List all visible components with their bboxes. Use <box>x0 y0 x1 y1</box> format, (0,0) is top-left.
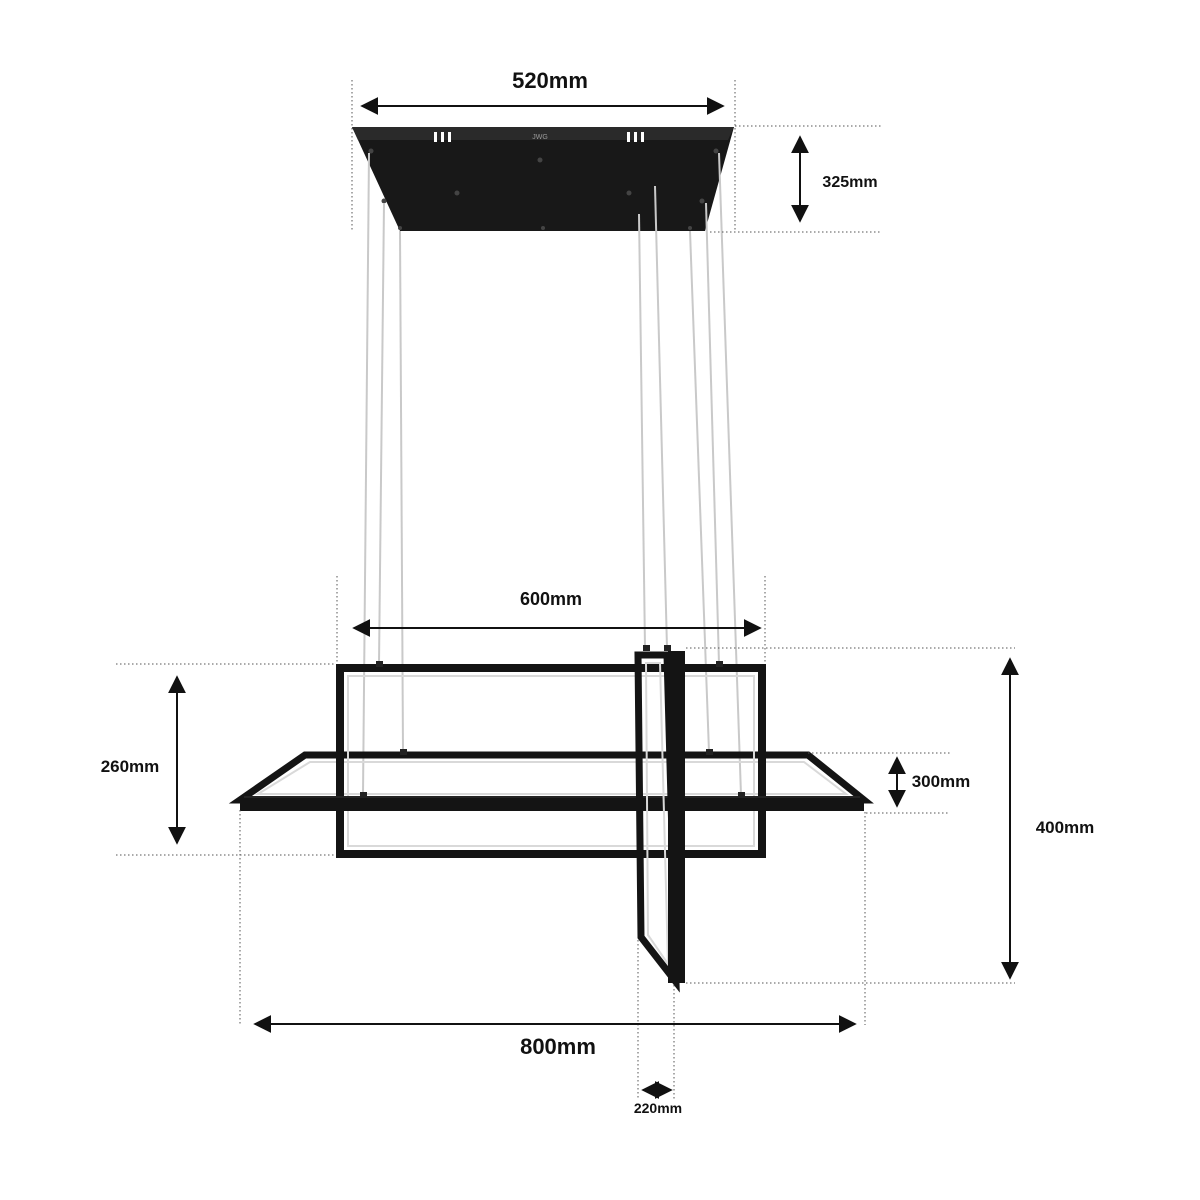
frame-back-horizontal <box>228 751 874 804</box>
frame-front-bar <box>240 796 864 811</box>
dimension-label-middle-frame-height: 300mm <box>912 772 971 791</box>
dimension-arrows <box>168 97 1019 1099</box>
dimension-label-canopy-width: 520mm <box>512 68 588 93</box>
dimension-label-left-frame-height: 260mm <box>101 757 160 776</box>
canopy-logo: JWG <box>532 134 548 141</box>
dimension-label-canopy-height: 325mm <box>822 174 877 191</box>
frame-upright-rectangle <box>336 664 766 858</box>
ceiling-canopy: JWG <box>352 127 734 231</box>
wire-clips <box>360 645 745 798</box>
vent-slots-left <box>434 132 451 142</box>
dimension-label-vertical-frame-depth: 220mm <box>634 1100 682 1116</box>
extension-lines <box>116 80 1015 1100</box>
vent-slots-right <box>627 132 644 142</box>
dimension-label-total-width: 800mm <box>520 1034 596 1059</box>
dimension-label-top-frame-width: 600mm <box>520 589 582 609</box>
canopy-screws <box>368 148 719 230</box>
dimension-label-total-height: 400mm <box>1036 818 1095 837</box>
frame-vertical-depth <box>634 651 685 993</box>
